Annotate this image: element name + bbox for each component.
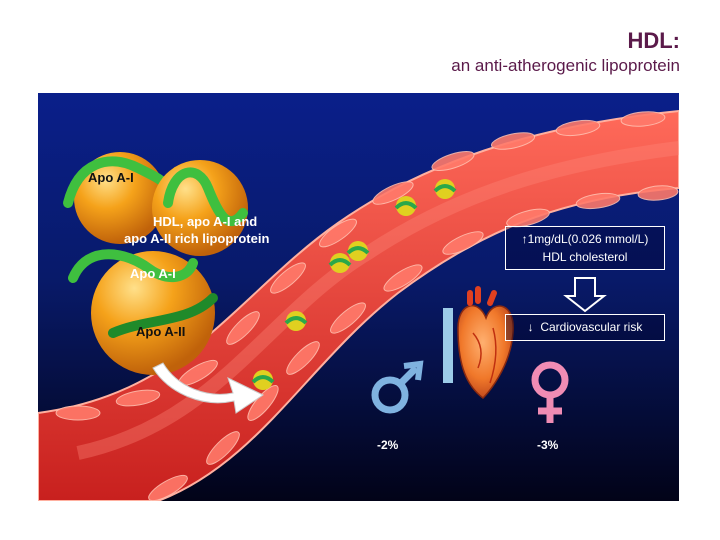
heart-icon [443, 286, 514, 399]
label-apo-a1-top: Apo A-I [88, 170, 134, 185]
entry-arrow-icon [152, 362, 265, 414]
female-risk-value: -3% [537, 438, 559, 452]
label-apo-a1-bottom: Apo A-I [130, 266, 176, 281]
down-arrow-icon [563, 277, 607, 313]
page-title: HDL: [627, 28, 680, 53]
label-hdl-rich-line1: HDL, apo A-I and [153, 214, 258, 229]
diagram-graphics [38, 109, 679, 501]
hdl-particles-in-vessel [251, 179, 457, 390]
male-symbol-icon [371, 360, 424, 414]
cardiovascular-risk-label: Cardiovascular risk [540, 320, 643, 334]
hdl-cholesterol-label: HDL cholesterol [542, 250, 628, 264]
diagram-panel: Apo A-I HDL, apo A-I and apo A-II rich l… [38, 93, 679, 501]
label-apo-a2: Apo A-II [136, 324, 186, 339]
hdl-increase-value: 1mg/dL(0.026 mmol/L) [527, 232, 649, 246]
up-arrow-icon: ↑ [521, 232, 528, 246]
female-symbol-icon [531, 361, 569, 423]
page-subtitle: an anti-atherogenic lipoprotein [451, 56, 680, 75]
label-hdl-rich-line2: apo A-II rich lipoprotein [124, 231, 270, 246]
down-small-arrow-icon: ↓ [527, 320, 534, 334]
hdl-particle-large-top-right [152, 160, 248, 256]
cardiovascular-risk-box: ↓ Cardiovascular risk [505, 314, 665, 341]
hdl-increase-box: ↑1mg/dL(0.026 mmol/L) HDL cholesterol [505, 226, 665, 270]
male-risk-value: -2% [377, 438, 399, 452]
hdl-particle-large-bottom [68, 249, 218, 375]
